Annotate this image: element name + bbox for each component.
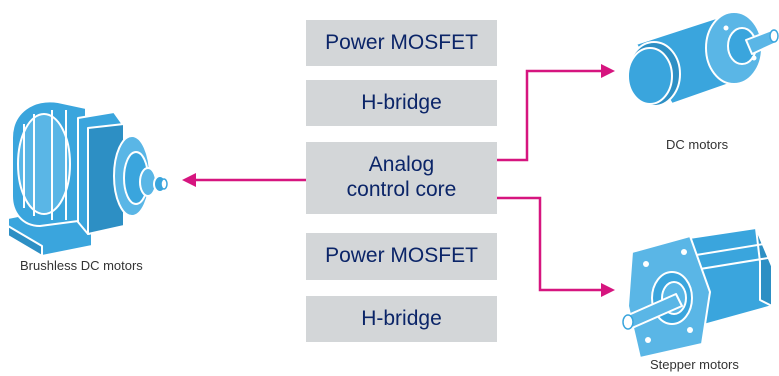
arrowhead-dc xyxy=(601,64,615,78)
power-mosfet-block: Power MOSFET xyxy=(306,20,497,66)
h-bridge-block: H-bridge xyxy=(306,80,497,126)
dc-motors-label: DC motors xyxy=(666,137,729,152)
arrowhead-stepper xyxy=(601,283,615,297)
h-bridge-block-2: H-bridge xyxy=(306,296,497,342)
stepper-motors-label: Stepper motors xyxy=(650,357,739,372)
h-bridge-block-label: H-bridge xyxy=(361,90,442,114)
analog-control-core-block-label: Analog control core xyxy=(346,153,457,201)
arrowhead-bldc xyxy=(182,173,196,187)
power-mosfet-block-2-label: Power MOSFET xyxy=(325,244,478,268)
brushless-dc-motors-label: Brushless DC motors xyxy=(20,258,143,273)
analog-control-core-block: Analog control core xyxy=(306,142,497,214)
h-bridge-block-2-label: H-bridge xyxy=(361,306,442,330)
arrow-to-dc xyxy=(497,69,603,162)
arrow-to-stepper xyxy=(497,196,603,292)
power-mosfet-block-2: Power MOSFET xyxy=(306,233,497,280)
power-mosfet-block-label: Power MOSFET xyxy=(325,30,478,54)
